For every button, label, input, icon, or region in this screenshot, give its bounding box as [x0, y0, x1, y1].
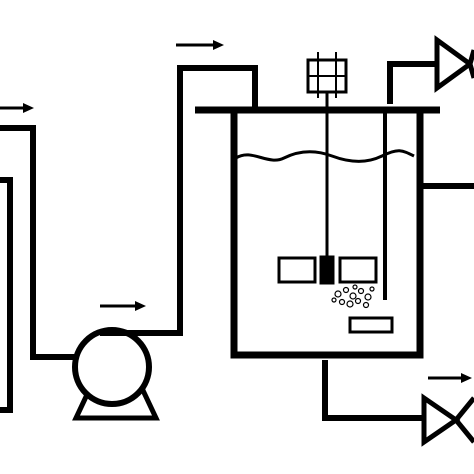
impeller-hub: [319, 255, 335, 285]
pipe-left-to-pump: [0, 125, 78, 360]
top-valve: [434, 35, 474, 93]
motor-ribs: [308, 52, 346, 98]
tank-body: [230, 110, 424, 359]
reactor-tank: [195, 106, 440, 359]
pipe-network: [0, 61, 474, 421]
feed-pump: [72, 327, 160, 421]
arrow-gas-feed-icon: [176, 40, 224, 50]
bottom-valve: [421, 393, 474, 447]
flow-arrows: [0, 40, 472, 383]
pump-casing: [72, 327, 152, 407]
gas-sparger: [331, 284, 394, 334]
top-valve-icon: [434, 35, 474, 93]
impeller-blade-right: [338, 256, 378, 284]
arrow-drain-icon: [428, 373, 472, 383]
gas-bubbles: [331, 284, 375, 309]
liquid-surface: [235, 149, 415, 163]
sparger-head: [348, 316, 394, 334]
pipe-gas-feed: [387, 61, 445, 104]
left-vessel: [0, 177, 13, 413]
pipe-bottom-drain: [322, 360, 430, 421]
left-vessel-wall: [0, 177, 13, 413]
arrow-pump-inlet-icon: [100, 301, 146, 311]
stirrer: [277, 52, 378, 285]
bottom-valve-icon: [421, 393, 474, 447]
impeller-blade-left: [277, 256, 317, 284]
arrow-left-outlet-icon: [0, 103, 34, 113]
top-valve-right: [467, 49, 474, 79]
pipe-pump-to-tank: [128, 65, 258, 336]
